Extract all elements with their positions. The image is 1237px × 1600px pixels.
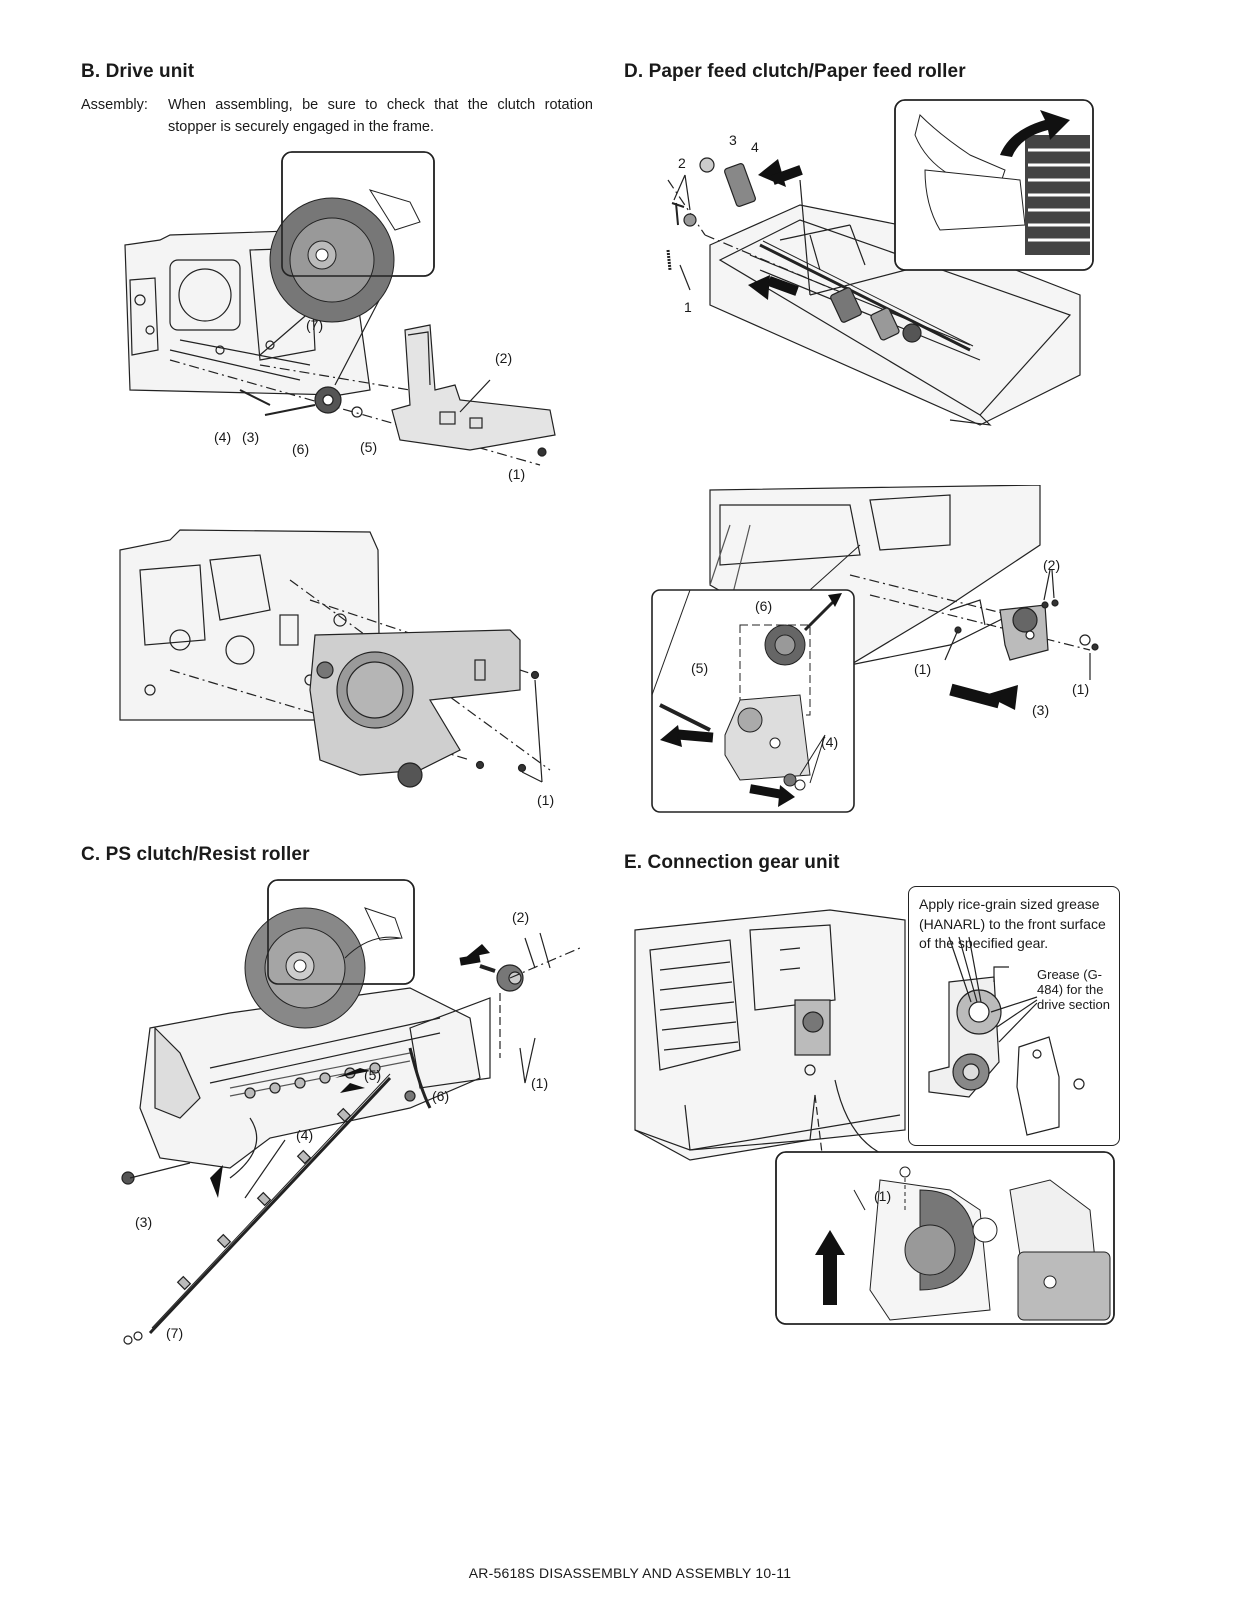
callout-b-bottom-1: (1) bbox=[537, 792, 555, 808]
callout-d-2: 2 bbox=[678, 155, 686, 171]
drive-unit-exploded-figure bbox=[110, 150, 580, 490]
callout-c-4: (4) bbox=[296, 1127, 314, 1143]
callout-d-bottom-3: (3) bbox=[1032, 702, 1050, 718]
callout-b-3: (3) bbox=[242, 429, 260, 445]
callout-b-7: (7) bbox=[306, 317, 324, 333]
paper-feed-clutch-drawing bbox=[651, 485, 1099, 813]
callout-d-bottom-4: (4) bbox=[821, 734, 839, 750]
callout-d-1: 1 bbox=[684, 299, 692, 315]
paper-feed-roller-figure bbox=[650, 95, 1100, 435]
connection-gear-unit-drawing bbox=[634, 909, 1115, 1325]
assembly-label: Assembly: bbox=[81, 97, 148, 113]
callout-d-bottom-1a: (1) bbox=[914, 661, 932, 677]
callout-d-bottom-1b: (1) bbox=[1072, 681, 1090, 697]
paper-feed-roller-drawing bbox=[666, 99, 1094, 426]
section-e-title: E. Connection gear unit bbox=[624, 852, 840, 873]
section-c-title: C. PS clutch/Resist roller bbox=[81, 844, 310, 865]
callout-d-3: 3 bbox=[729, 132, 737, 148]
ps-clutch-resist-roller-drawing bbox=[121, 879, 580, 1345]
ps-clutch-resist-roller-figure bbox=[110, 878, 580, 1358]
callout-b-1: (1) bbox=[508, 466, 526, 482]
section-b-title: B. Drive unit bbox=[81, 61, 195, 82]
callout-c-6: (6) bbox=[432, 1088, 450, 1104]
callout-c-1: (1) bbox=[531, 1075, 549, 1091]
callout-b-4: (4) bbox=[214, 429, 232, 445]
callout-c-7: (7) bbox=[166, 1325, 184, 1341]
callout-d-bottom-2: (2) bbox=[1043, 557, 1061, 573]
paper-feed-clutch-figure bbox=[650, 485, 1100, 820]
grease-note: Apply rice-grain sized grease (HANARL) t… bbox=[919, 896, 1106, 951]
drive-unit-plate-drawing bbox=[119, 529, 551, 788]
callout-d-bottom-5: (5) bbox=[691, 660, 709, 676]
callout-d-bottom-6: (6) bbox=[755, 598, 773, 614]
drive-unit-plate-figure bbox=[110, 520, 580, 820]
callout-d-4: 4 bbox=[751, 139, 759, 155]
callout-c-5: (5) bbox=[364, 1067, 382, 1083]
section-d-title: D. Paper feed clutch/Paper feed roller bbox=[624, 61, 966, 82]
grease-drive-section-note: Grease (G-484) for the drive section bbox=[1037, 967, 1110, 1012]
grease-note-box: Apply rice-grain sized grease (HANARL) t… bbox=[908, 886, 1120, 1146]
callout-b-5: (5) bbox=[360, 439, 378, 455]
callout-b-2: (2) bbox=[495, 350, 513, 366]
callout-c-2: (2) bbox=[512, 909, 530, 925]
assembly-note: When assembling, be sure to check that t… bbox=[168, 97, 593, 135]
connection-gear-unit-figure bbox=[630, 890, 1120, 1330]
callout-b-6: (6) bbox=[292, 441, 310, 457]
drive-unit-exploded-drawing bbox=[124, 151, 556, 466]
grease-gear-drawing bbox=[928, 936, 1085, 1136]
callout-e-1: (1) bbox=[874, 1188, 892, 1204]
page-footer: AR-5618S DISASSEMBLY AND ASSEMBLY 10-11 bbox=[468, 1565, 792, 1581]
callout-c-3: (3) bbox=[135, 1214, 153, 1230]
